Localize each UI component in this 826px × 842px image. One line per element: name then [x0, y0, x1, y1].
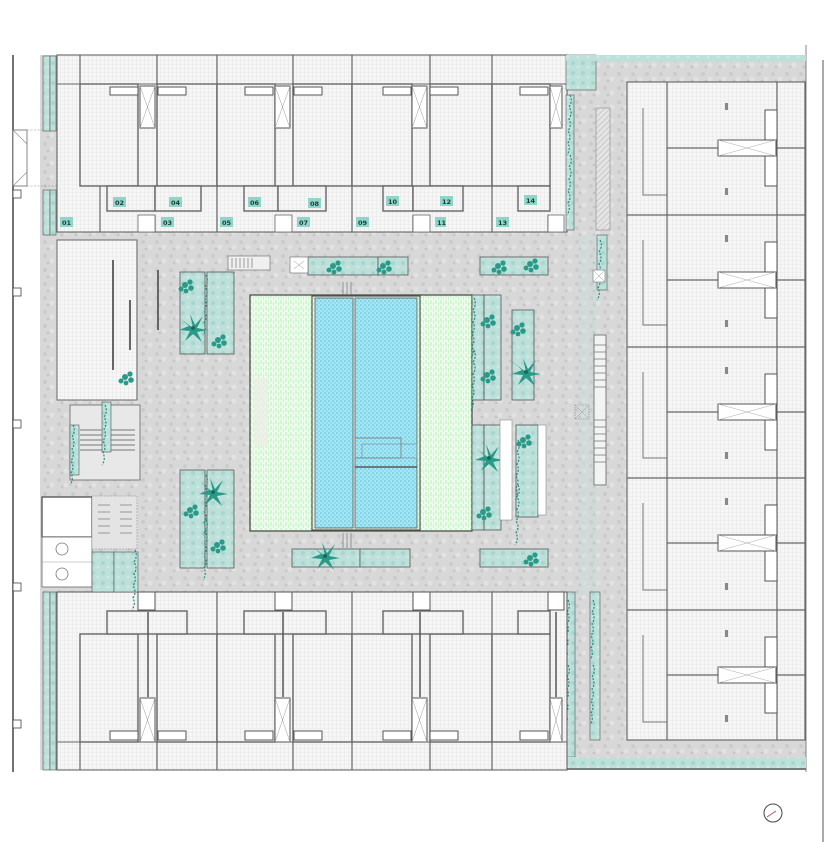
unit-label-09: 09: [356, 217, 369, 227]
unit-label-13: 13: [496, 217, 509, 227]
svg-text:13: 13: [498, 219, 507, 227]
left-service-core: [41, 239, 141, 611]
toilet-icon: [55, 567, 69, 581]
right-boundary-wall: [805, 45, 824, 842]
unit-label-14: 14: [524, 195, 537, 205]
unit-label-12: 12: [440, 196, 453, 206]
north-arrow-icon: [763, 803, 783, 823]
top-right-planter: [565, 54, 806, 231]
courtyard: [249, 294, 473, 532]
top-unit-block: [56, 54, 568, 233]
unit-label-02: 02: [113, 197, 126, 207]
bottom-unit-block: [56, 591, 568, 771]
svg-text:01: 01: [62, 219, 72, 227]
svg-text:06: 06: [250, 199, 260, 207]
left-green-strip: [42, 55, 57, 771]
svg-text:10: 10: [388, 198, 398, 206]
unit-labels: 01 02 03 04 05 06 07 08 09 10 11 12 13 1…: [60, 195, 537, 227]
unit-label-11: 11: [435, 217, 447, 227]
unit-label-01: 01: [60, 217, 73, 227]
unit-label-06: 06: [248, 197, 261, 207]
svg-text:14: 14: [526, 197, 536, 205]
svg-text:12: 12: [442, 198, 451, 206]
unit-label-08: 08: [308, 198, 321, 208]
right-corridor: [564, 234, 806, 770]
unit-label-04: 04: [169, 197, 182, 207]
svg-text:04: 04: [171, 199, 181, 207]
svg-text:02: 02: [115, 199, 124, 207]
svg-text:08: 08: [310, 200, 320, 208]
unit-label-10: 10: [386, 196, 399, 206]
courtyard-planters: [112, 255, 549, 581]
unit-label-05: 05: [220, 217, 233, 227]
svg-text:05: 05: [222, 219, 232, 227]
svg-text:11: 11: [437, 219, 447, 227]
toilet-icon: [55, 542, 69, 556]
svg-text:07: 07: [299, 219, 308, 227]
swimming-pool: [311, 295, 421, 531]
svg-text:03: 03: [163, 219, 172, 227]
unit-label-07: 07: [297, 217, 310, 227]
svg-text:09: 09: [358, 219, 368, 227]
right-unit-block: [626, 81, 806, 741]
unit-label-03: 03: [161, 217, 174, 227]
